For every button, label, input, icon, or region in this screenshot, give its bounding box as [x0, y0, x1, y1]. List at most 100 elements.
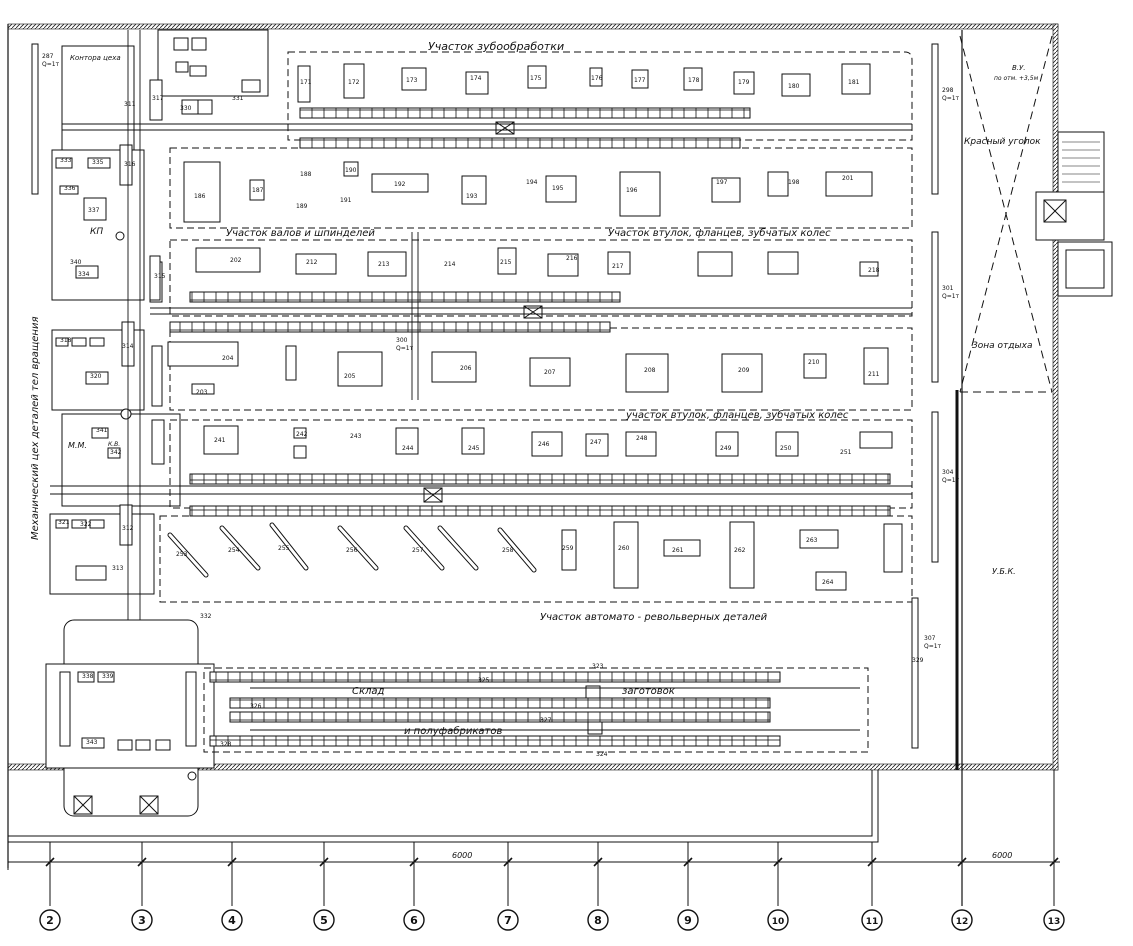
equipment-number: 194	[526, 179, 538, 186]
crane-tag: 298	[942, 87, 954, 94]
equipment-number: 330	[180, 105, 192, 112]
room-label: КП	[90, 227, 103, 237]
equipment-number: 322	[80, 521, 92, 528]
equipment-number: 253	[176, 551, 188, 558]
equipment-number: 174	[470, 75, 482, 82]
conveyors	[169, 107, 891, 747]
equipment-number: 258	[502, 547, 514, 554]
equipment-number: 328	[220, 741, 232, 748]
equipment-number: 327	[540, 717, 552, 724]
crane-tag: Q=1т	[924, 643, 942, 650]
equipment-number: 312	[122, 525, 134, 532]
equipment-number: 217	[612, 263, 624, 270]
equipment-number: 176	[591, 75, 603, 82]
equipment-number: 257	[412, 547, 424, 554]
equipment-number: 317	[152, 95, 164, 102]
room-label: К.В.	[108, 441, 120, 448]
equipment-number: 177	[634, 77, 646, 84]
axis-label: 5	[320, 914, 328, 927]
axis-label: 6	[410, 914, 418, 927]
equipment-number: 202	[230, 257, 242, 264]
equipment-number: 254	[228, 547, 240, 554]
equipment-number: 324	[596, 751, 608, 758]
equipment-number: 189	[296, 203, 308, 210]
room-label: М.М.	[68, 441, 87, 450]
pipe-loop	[8, 770, 879, 843]
equipment-number: 213	[378, 261, 390, 268]
equipment-number: 193	[466, 193, 478, 200]
equipment-number: 186	[194, 193, 206, 200]
warehouse-label: заготовок	[622, 686, 675, 697]
storage-room	[45, 619, 215, 817]
equipment-number: 241	[214, 437, 226, 444]
room-label: Контора цеха	[70, 54, 121, 62]
equipment-number: 342	[110, 449, 122, 456]
office-block	[49, 29, 269, 595]
crane-tag: 287	[42, 53, 54, 60]
stair-annex	[1035, 131, 1113, 297]
axis-label: 8	[594, 914, 602, 927]
section-label: Участок втулок, фланцев, зубчатых колес	[608, 227, 831, 239]
axis-label: 3	[138, 914, 146, 927]
equipment-number: 337	[88, 207, 100, 214]
equipment-number: 343	[86, 739, 98, 746]
equipment-number: 216	[566, 255, 578, 262]
equipment-number: 259	[562, 545, 574, 552]
axis-label: 7	[504, 914, 512, 927]
dimension-label: 6000	[992, 851, 1012, 860]
equipment-number: 249	[720, 445, 732, 452]
equipment-number: 244	[402, 445, 414, 452]
equipment-number: 264	[822, 579, 834, 586]
equipment-number: 250	[780, 445, 792, 452]
axis-bubbles: 2 3 4 5 6 7 8 9 10 11 12 13	[39, 909, 1065, 931]
crane-tag: Q=1т	[942, 293, 960, 300]
dimension-label: 6000	[452, 851, 472, 860]
crane-tag: 307	[924, 635, 936, 642]
equipment-number: 203	[196, 389, 208, 396]
equipment-number: 206	[460, 365, 472, 372]
equipment-number: 173	[406, 77, 418, 84]
room-label: У.Б.К.	[992, 567, 1016, 576]
equipment-number: 339	[102, 673, 114, 680]
equipment-number: 262	[734, 547, 746, 554]
equipment-number: 332	[200, 613, 212, 620]
equipment-number: 192	[394, 181, 406, 188]
room-label: Зона отдыха	[972, 341, 1032, 351]
equipment-number: 188	[300, 171, 312, 178]
equipment-number: 201	[842, 175, 854, 182]
equipment-number: 248	[636, 435, 648, 442]
equipment-number: 251	[840, 449, 852, 456]
equipment-number: 214	[444, 261, 456, 268]
room-label: Красный уголок	[964, 137, 1041, 147]
equipment-number: 321	[58, 519, 70, 526]
equipment-number: 336	[64, 185, 76, 192]
section-label: Участок автомато - револьверных деталей	[540, 612, 768, 623]
equipment-number: 195	[552, 185, 564, 192]
equipment-number: 198	[788, 179, 800, 186]
warehouse-label: и полуфабрикатов	[404, 725, 502, 737]
crane-bars	[31, 43, 939, 749]
equipment-number: 311	[124, 101, 136, 108]
equipment-number: 172	[348, 79, 360, 86]
axis-label: 9	[684, 914, 692, 927]
equipment-number: 215	[500, 259, 512, 266]
equipment-number: 326	[250, 703, 262, 710]
building-walls	[7, 23, 1059, 868]
rails	[50, 30, 912, 731]
section-label: участок втулок, фланцев, зубчатых колес	[625, 409, 849, 421]
axis-label: 4	[228, 914, 236, 927]
equipment-number: 315	[154, 273, 166, 280]
equipment-number: 209	[738, 367, 750, 374]
equipment-number: 255	[278, 545, 290, 552]
equipment-numbers: 171 172 173 174 175 176 177 178 179 180 …	[58, 75, 924, 758]
equipment-number: 320	[90, 373, 102, 380]
equipment-number: 218	[868, 267, 880, 274]
equipment-number: 180	[788, 83, 800, 90]
axis-grid	[7, 30, 1060, 906]
equipment-number: 256	[346, 547, 358, 554]
equipment-number: 190	[345, 167, 357, 174]
crane-tags: 287 Q=1т 298 Q=1т 301 Q=1т 300 Q=1т 304 …	[42, 53, 960, 650]
equipment-number: 314	[122, 343, 134, 350]
equipment-number: 325	[478, 677, 490, 684]
